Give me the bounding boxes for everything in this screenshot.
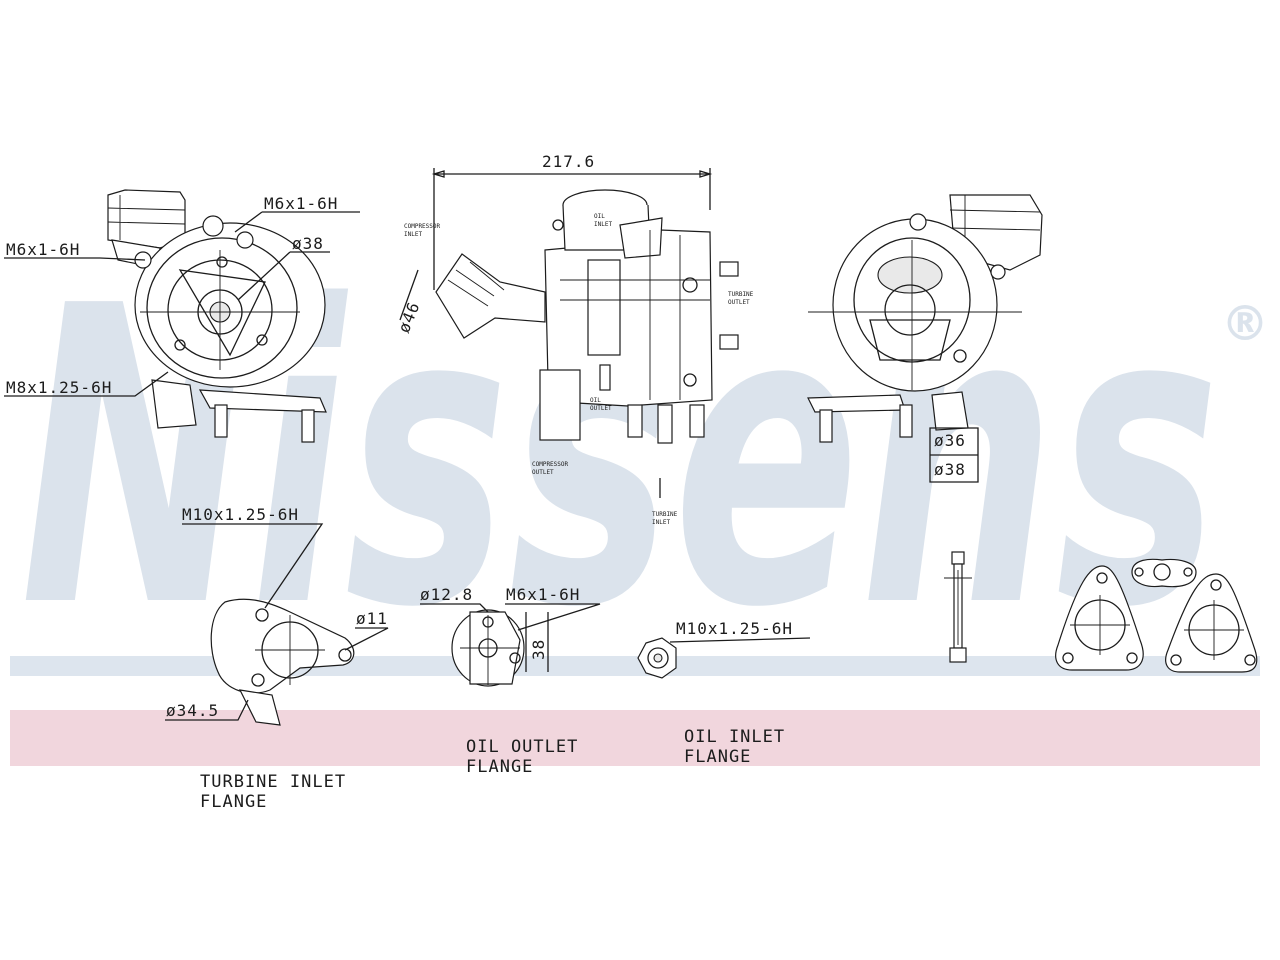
- oil-inlet-callout: OIL INLET: [594, 213, 612, 228]
- svg-text:OUTLET: OUTLET: [590, 405, 612, 412]
- oil-feed-pipe-icon: [944, 551, 972, 663]
- svg-text:OIL OUTLET: OIL OUTLET: [466, 737, 578, 757]
- turbine-inlet-flange-caption: TURBINE INLET FLANGE: [200, 772, 346, 812]
- svg-text:OIL INLET: OIL INLET: [684, 727, 785, 747]
- oil-inlet-flange-caption: OIL INLET FLANGE: [684, 727, 785, 767]
- overall-length-label: 217.6: [542, 152, 595, 171]
- turbine-inlet-hole-label: ø11: [356, 609, 388, 628]
- right-bore-a-label: ø36: [934, 431, 966, 450]
- turbocharger-side-view-icon: [399, 168, 739, 498]
- turbocharger-rear-view-icon: [807, 194, 1043, 483]
- oil-outlet-flange-icon: [420, 603, 601, 687]
- watermark-band-pink: [10, 710, 1260, 766]
- svg-text:COMPRESSOR: COMPRESSOR: [532, 461, 569, 468]
- svg-text:FLANGE: FLANGE: [684, 747, 751, 767]
- svg-text:OUTLET: OUTLET: [728, 299, 750, 306]
- svg-text:TURBINE: TURBINE: [728, 291, 754, 298]
- svg-text:TURBINE INLET: TURBINE INLET: [200, 772, 346, 792]
- gasket-triangle-icon: [1165, 573, 1258, 673]
- svg-text:INLET: INLET: [652, 519, 670, 526]
- oil-inlet-thread-label: M10x1.25-6H: [676, 619, 793, 638]
- svg-text:OIL: OIL: [594, 213, 605, 220]
- turbine-flange-icon: [165, 523, 389, 726]
- turbine-inlet-bore-label: ø34.5: [166, 701, 219, 720]
- svg-text:COMPRESSOR: COMPRESSOR: [404, 223, 441, 230]
- gasket-small-icon: [1131, 558, 1197, 588]
- turbine-inlet-callout: TURBINE INLET: [652, 511, 678, 526]
- svg-text:INLET: INLET: [404, 231, 422, 238]
- left-top-thread-label: M6x1-6H: [264, 194, 338, 213]
- svg-text:OUTLET: OUTLET: [532, 469, 554, 476]
- right-bore-b-label: ø38: [934, 460, 966, 479]
- oil-outlet-bore-label: ø12.8: [420, 585, 473, 604]
- compressor-inlet-callout: COMPRESSOR INLET: [404, 223, 441, 238]
- oil-inlet-fitting-icon: [637, 637, 811, 679]
- registered-mark: ®: [1221, 296, 1269, 352]
- turbocharger-front-view-icon: [4, 189, 360, 443]
- left-side-thread-label: M6x1-6H: [6, 240, 80, 259]
- oil-outlet-height-label: 38: [529, 639, 548, 660]
- gasket-large-icon: [1055, 565, 1144, 671]
- oil-outlet-callout: OIL OUTLET: [590, 397, 612, 412]
- svg-text:FLANGE: FLANGE: [200, 792, 267, 812]
- turbine-outlet-callout: TURBINE OUTLET: [728, 291, 754, 306]
- compressor-outlet-callout: COMPRESSOR OUTLET: [532, 461, 569, 476]
- svg-text:FLANGE: FLANGE: [466, 757, 533, 777]
- oil-outlet-flange-caption: OIL OUTLET FLANGE: [466, 737, 578, 777]
- oil-outlet-thread-label: M6x1-6H: [506, 585, 580, 604]
- svg-text:OIL: OIL: [590, 397, 601, 404]
- svg-text:TURBINE: TURBINE: [652, 511, 678, 518]
- svg-text:INLET: INLET: [594, 221, 612, 228]
- turbine-inlet-thread-label: M10x1.25-6H: [182, 505, 299, 524]
- left-bore-label: ø38: [292, 234, 324, 253]
- left-lower-thread-label: M8x1.25-6H: [6, 378, 112, 397]
